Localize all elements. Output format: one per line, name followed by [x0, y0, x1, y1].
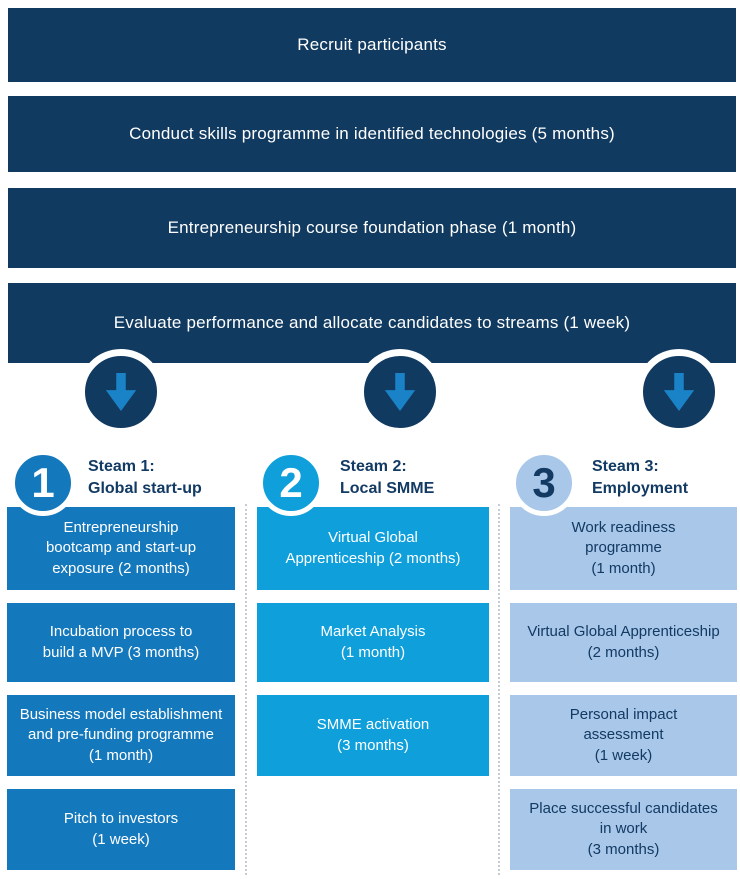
stream-number: 1 [31, 459, 55, 506]
step-banner-skills-programme: Conduct skills programme in identified t… [8, 96, 736, 172]
step-banner-label: Recruit participants [297, 35, 447, 54]
stream-3-box-personal-impact: Personal impact assessment (1 week) [510, 695, 737, 776]
stream-number: 2 [279, 459, 303, 506]
stream-1-box-bootcamp: Entrepreneurship bootcamp and start-up e… [7, 507, 235, 590]
stream-2-box-smme-activation: SMME activation (3 months) [257, 695, 489, 776]
step-banner-entrepreneurship-course: Entrepreneurship course foundation phase… [8, 188, 736, 268]
stream-separator [245, 504, 247, 875]
step-banner-recruit: Recruit participants [8, 8, 736, 82]
stream-3-box-place-candidates: Place successful candidates in work (3 m… [510, 789, 737, 870]
stream-3-number-badge: 3 [511, 450, 577, 516]
down-arrow-icon [357, 349, 443, 435]
stream-3-box-work-readiness: Work readiness programme (1 month) [510, 507, 737, 590]
stream-2-number-badge: 2 [258, 450, 324, 516]
stream-2-box-apprenticeship: Virtual Global Apprenticeship (2 months) [257, 507, 489, 590]
step-banner-label: Entrepreneurship course foundation phase… [167, 218, 577, 237]
stream-1-box-incubation: Incubation process to build a MVP (3 mon… [7, 603, 235, 682]
step-banner-label: Conduct skills programme in identified t… [129, 124, 615, 143]
step-banner-label: Evaluate performance and allocate candid… [113, 313, 631, 332]
stream-3-title: Steam 3: Employment [592, 458, 689, 497]
stream-1-title: Steam 1: Global start-up [88, 458, 202, 497]
stream-separator [498, 504, 500, 875]
down-arrow-icon [636, 349, 722, 435]
stream-1-number-badge: 1 [10, 450, 76, 516]
down-arrow-icon [78, 349, 164, 435]
stream-3-box-apprenticeship: Virtual Global Apprenticeship (2 months) [510, 603, 737, 682]
stream-2-box-market-analysis: Market Analysis (1 month) [257, 603, 489, 682]
stream-number: 3 [532, 459, 556, 506]
stream-1-box-business-model: Business model establishment and pre-fun… [7, 695, 235, 776]
stream-1-box-pitch: Pitch to investors (1 week) [7, 789, 235, 870]
stream-2-title: Steam 2: Local SMME [340, 458, 435, 497]
